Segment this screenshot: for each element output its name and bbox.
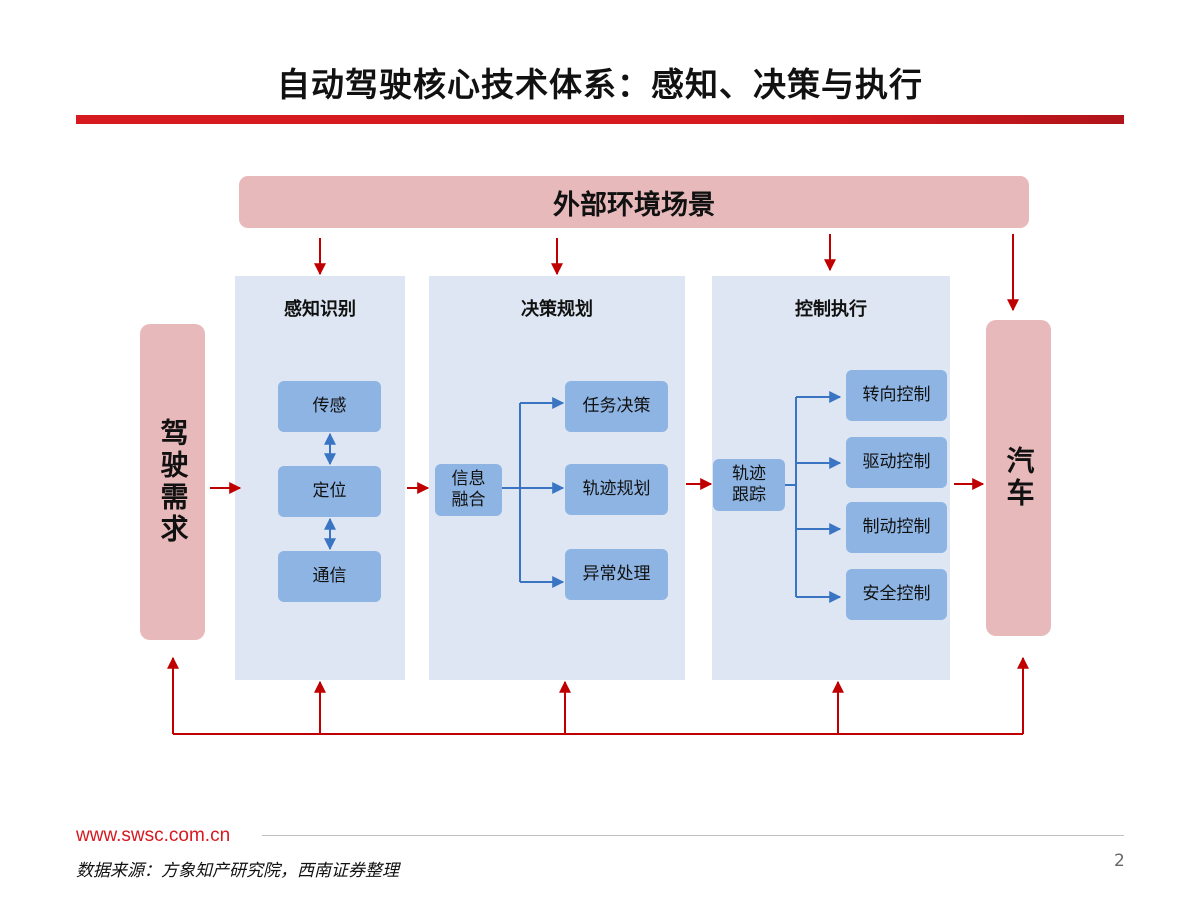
node-brake-control: 制动控制 xyxy=(846,502,947,553)
control-title: 控制执行 xyxy=(795,299,867,320)
node-communication: 通信 xyxy=(278,551,381,602)
main-flow-arrows xyxy=(210,478,985,494)
page-number: 2 xyxy=(1114,851,1125,871)
node-sensing: 传感 xyxy=(278,381,381,432)
node-exception-handling: 异常处理 xyxy=(565,549,668,600)
driving-demand-box: 驾驶需求 xyxy=(140,324,205,640)
footer-divider xyxy=(262,835,1124,836)
feedback-loop xyxy=(167,656,1029,735)
data-source: 数据来源：方象知产研究院，西南证券整理 xyxy=(76,861,399,881)
info-fusion-label: 信息融合 xyxy=(451,468,486,510)
node-positioning: 定位 xyxy=(278,466,381,517)
decision-title: 决策规划 xyxy=(521,299,593,320)
node-safety-control: 安全控制 xyxy=(846,569,947,620)
title-underline xyxy=(76,115,1124,124)
node-task-decision: 任务决策 xyxy=(565,381,668,432)
node-drive-control: 驱动控制 xyxy=(846,437,947,488)
vehicle-box: 汽车 xyxy=(986,320,1051,636)
page-title: 自动驾驶核心技术体系：感知、决策与执行 xyxy=(277,65,923,104)
decision-branch xyxy=(502,397,565,588)
vehicle-label: 汽车 xyxy=(1002,446,1036,510)
node-steering-control: 转向控制 xyxy=(846,370,947,421)
driving-demand-label: 驾驶需求 xyxy=(156,418,190,546)
node-trajectory-tracking: 轨迹跟踪 xyxy=(713,459,785,511)
perception-title: 感知识别 xyxy=(284,299,356,320)
control-branch xyxy=(785,391,842,603)
node-trajectory-planning: 轨迹规划 xyxy=(565,464,668,515)
env-down-arrows xyxy=(314,234,1019,312)
trajectory-tracking-label: 轨迹跟踪 xyxy=(732,463,766,505)
environment-box: 外部环境场景 xyxy=(239,176,1029,228)
node-info-fusion: 信息融合 xyxy=(435,464,502,516)
website-link[interactable]: www.swsc.com.cn xyxy=(76,825,231,846)
